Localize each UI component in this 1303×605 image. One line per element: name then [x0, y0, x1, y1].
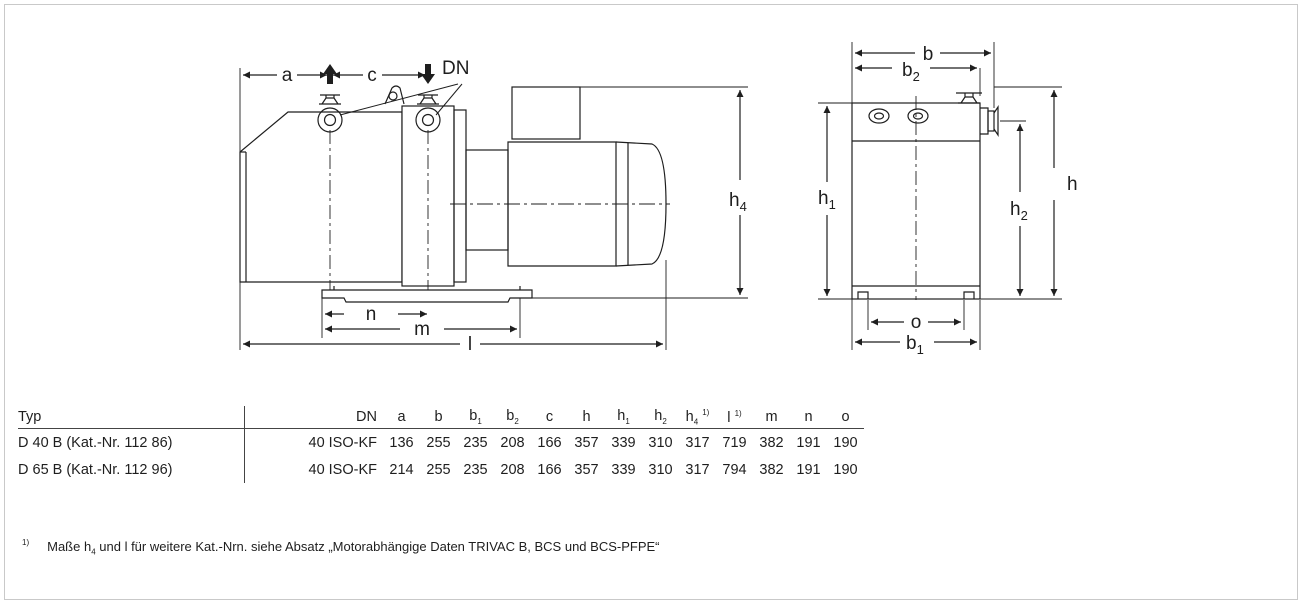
dim-label-h: h: [1067, 174, 1078, 195]
column-header: b: [420, 406, 457, 429]
table-cell: 166: [537, 434, 562, 451]
column-header: h4 1): [679, 406, 716, 429]
column-header: b1: [457, 406, 494, 429]
column-header: h2: [642, 406, 679, 429]
dim-label-h1: h1: [818, 188, 836, 212]
dim-label-dn: DN: [442, 58, 469, 79]
table-cell: 794: [722, 461, 747, 478]
table-cell: 235: [463, 461, 488, 478]
column-header: h1: [605, 406, 642, 429]
column-header: Typ: [18, 406, 245, 429]
table-body: D 40 B (Kat.-Nr. 112 86) 40 ISO-KF 136 255 2…: [18, 428, 864, 483]
table-cell: 719: [722, 434, 747, 451]
dim-label-n: n: [366, 304, 377, 325]
dim-label-m: m: [414, 319, 430, 340]
table-cell: 255: [426, 461, 451, 478]
table-cell: 136: [389, 434, 414, 451]
table-cell: 190: [833, 461, 858, 478]
lifting-eye: [384, 85, 405, 105]
table-cell: 190: [833, 434, 858, 451]
table-cell: 310: [648, 434, 673, 451]
footnote-subscript: 4: [91, 547, 96, 557]
column-header: a: [383, 406, 420, 429]
footnote-mark: 1): [22, 538, 30, 547]
table-cell: 317: [685, 461, 710, 478]
table-cell: 357: [574, 461, 599, 478]
table-cell: 357: [574, 434, 599, 451]
column-header: l 1): [716, 406, 753, 429]
dimension-drawing: a c DN n m l h4: [239, 42, 1078, 357]
table-cell: D 65 B (Kat.-Nr. 112 96): [18, 456, 245, 483]
table-cell: D 40 B (Kat.-Nr. 112 86): [18, 428, 245, 456]
table-cell: 382: [759, 434, 784, 451]
dim-label-h2: h2: [1010, 199, 1028, 223]
coupling: [465, 149, 509, 251]
table-cell: 208: [500, 461, 525, 478]
footnote-text-after: und l für weitere Kat.-Nrn. siehe Absatz…: [95, 539, 660, 554]
front-view: [818, 42, 1062, 350]
table-cell: 191: [796, 461, 821, 478]
side-view: [239, 64, 748, 350]
table-cell: 214: [389, 461, 414, 478]
column-header: m: [753, 406, 790, 429]
table-cell: 310: [648, 461, 673, 478]
dim-label-b1: b1: [906, 333, 924, 357]
column-header: c: [531, 406, 568, 429]
table-cell: 191: [796, 434, 821, 451]
outlet-direction-arrow: [323, 64, 337, 84]
dim-label-c: c: [367, 65, 377, 86]
table-cell: 235: [463, 434, 488, 451]
motor-terminal-box: [511, 86, 581, 140]
column-header: o: [827, 406, 864, 429]
footnote: 1) Maße h4 und l für weitere Kat.-Nrn. si…: [22, 538, 660, 557]
table-cell: 339: [611, 461, 636, 478]
figure-frame: [4, 4, 1298, 600]
table-cell: 339: [611, 434, 636, 451]
table-cell: 382: [759, 461, 784, 478]
table-row: D 40 B (Kat.-Nr. 112 86) 40 ISO-KF 136 255 2…: [18, 428, 864, 456]
table-cell: 166: [537, 461, 562, 478]
column-header: b2: [494, 406, 531, 429]
footnote-text-before: Maße h: [47, 539, 92, 554]
table-cell: 317: [685, 434, 710, 451]
dim-label-o: o: [911, 312, 922, 333]
table-cell: 40 ISO-KF: [308, 461, 378, 478]
table-cell: 255: [426, 434, 451, 451]
dim-label-h4: h4: [729, 190, 747, 214]
column-header: n: [790, 406, 827, 429]
table-cell: 40 ISO-KF: [308, 434, 378, 451]
table-cell: 208: [500, 434, 525, 451]
dim-label-b2: b2: [902, 60, 920, 84]
column-header: h: [568, 406, 605, 429]
inlet-direction-arrow: [421, 64, 435, 84]
dim-label-l: l: [468, 334, 472, 355]
table-row: D 65 B (Kat.-Nr. 112 96) 40 ISO-KF 214 255 2…: [18, 456, 864, 483]
column-header: DN: [244, 406, 383, 429]
dim-label-a: a: [282, 65, 293, 86]
dim-label-b: b: [923, 44, 934, 65]
base-plate: [321, 289, 533, 303]
pump-housing: [239, 111, 403, 283]
